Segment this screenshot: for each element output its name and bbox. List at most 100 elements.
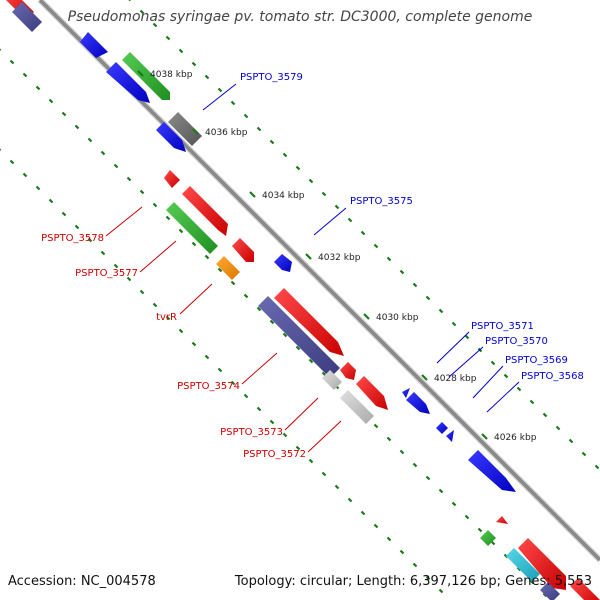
gene-label-forward[interactable]: PSPTO_3570	[485, 336, 548, 347]
label-leader	[284, 397, 319, 431]
tick-mark	[87, 137, 93, 143]
gene-arrow[interactable]	[80, 32, 108, 58]
gene-arrow[interactable]	[540, 582, 560, 600]
tick-mark	[191, 341, 197, 347]
tick-mark	[386, 436, 392, 442]
tick-mark	[386, 536, 392, 542]
gene-arrow[interactable]	[506, 548, 540, 582]
tick-mark	[269, 419, 275, 425]
gene-arrow[interactable]	[12, 2, 42, 32]
ruler-tick	[363, 313, 370, 320]
gene-arrow[interactable]	[356, 376, 388, 410]
label-leader	[307, 420, 342, 453]
gene-arrow[interactable]	[182, 186, 228, 236]
accession-text: Accession: NC_004578	[8, 574, 156, 589]
label-leader	[472, 365, 504, 399]
gene-label-reverse[interactable]: PSPTO_3578	[41, 233, 104, 244]
gene-arrow[interactable]	[122, 52, 170, 100]
tick-mark	[204, 354, 210, 360]
gene-arrow[interactable]	[258, 296, 340, 378]
gene-label-reverse[interactable]: PSPTO_3574	[177, 381, 240, 392]
gene-arrow[interactable]	[168, 112, 202, 146]
tick-mark	[412, 282, 418, 288]
gene-arrow[interactable]	[570, 578, 600, 600]
gene-label-reverse[interactable]: PSPTO_3577	[75, 268, 138, 279]
tick-mark	[438, 488, 444, 494]
tick-mark	[256, 306, 262, 312]
tick-mark	[48, 198, 54, 204]
gene-arrow[interactable]	[402, 388, 410, 398]
gene-arrow[interactable]	[232, 238, 254, 262]
gene-label-reverse[interactable]: PSPTO_3573	[220, 427, 283, 438]
tick-mark	[269, 139, 275, 145]
tick-mark	[321, 471, 327, 477]
tick-mark	[295, 165, 301, 171]
tick-mark	[464, 514, 470, 520]
gene-arrow[interactable]	[322, 370, 342, 390]
tick-mark	[451, 321, 457, 327]
gene-arrow[interactable]	[496, 516, 508, 524]
tick-mark	[373, 423, 379, 429]
tick-mark	[48, 98, 54, 104]
label-leader	[202, 83, 237, 111]
tick-mark	[594, 464, 600, 470]
gene-arrow[interactable]	[164, 170, 180, 188]
tick-mark	[9, 59, 15, 65]
tick-mark	[35, 85, 41, 91]
gene-arrow[interactable]	[274, 254, 292, 272]
tick-mark	[373, 523, 379, 529]
gene-arrow[interactable]	[340, 362, 356, 380]
gene-arrow[interactable]	[436, 422, 448, 434]
tick-mark	[9, 159, 15, 165]
gene-arrow[interactable]	[518, 538, 566, 590]
ruler-label: 4026 kbp	[494, 433, 537, 443]
gene-arrow[interactable]	[106, 62, 150, 103]
tick-mark	[295, 345, 301, 351]
gene-arrow[interactable]	[166, 202, 218, 254]
tick-mark	[503, 373, 509, 379]
label-leader	[486, 381, 520, 413]
gene-arrow[interactable]	[274, 288, 344, 356]
tick-mark	[295, 445, 301, 451]
gene-arrow[interactable]	[406, 392, 430, 414]
gene-label-forward[interactable]: PSPTO_3569	[505, 355, 568, 366]
gene-label-forward[interactable]: PSPTO_3568	[521, 371, 584, 382]
gene-label-reverse[interactable]: tvrR	[156, 312, 177, 323]
tick-mark	[412, 462, 418, 468]
tick-mark	[334, 204, 340, 210]
tick-mark	[555, 425, 561, 431]
ruler-label: 4032 kbp	[318, 253, 361, 263]
tick-mark	[139, 189, 145, 195]
ruler-tick	[305, 253, 312, 260]
tick-mark	[126, 276, 132, 282]
tick-mark	[308, 358, 314, 364]
tick-mark	[191, 241, 197, 247]
gene-arrow[interactable]	[156, 122, 186, 152]
tick-mark	[256, 406, 262, 412]
gene-arrow[interactable]	[216, 256, 240, 280]
tick-mark	[308, 178, 314, 184]
tick-mark	[360, 230, 366, 236]
gene-arrow[interactable]	[446, 430, 454, 442]
gene-arrow[interactable]	[468, 450, 516, 492]
ruler-label: 4030 kbp	[376, 313, 419, 323]
tick-mark	[87, 237, 93, 243]
tick-mark	[178, 228, 184, 234]
ruler-label: 4036 kbp	[205, 128, 248, 138]
gene-label-forward[interactable]: PSPTO_3579	[240, 72, 303, 83]
tick-mark	[191, 61, 197, 67]
gene-label-forward[interactable]: PSPTO_3575	[350, 196, 413, 207]
gene-label-forward[interactable]: PSPTO_3571	[471, 321, 534, 332]
gene-arrow[interactable]	[480, 530, 496, 546]
gene-arrow[interactable]	[340, 390, 374, 424]
tick-mark	[568, 438, 574, 444]
tick-mark	[113, 163, 119, 169]
tick-mark	[100, 150, 106, 156]
tick-mark	[230, 100, 236, 106]
gene-label-reverse[interactable]: PSPTO_3572	[243, 449, 306, 460]
summary-text: Topology: circular; Length: 6,397,126 bp…	[234, 574, 592, 589]
tick-mark	[152, 22, 158, 28]
label-leader	[436, 331, 470, 364]
tick-mark	[139, 289, 145, 295]
